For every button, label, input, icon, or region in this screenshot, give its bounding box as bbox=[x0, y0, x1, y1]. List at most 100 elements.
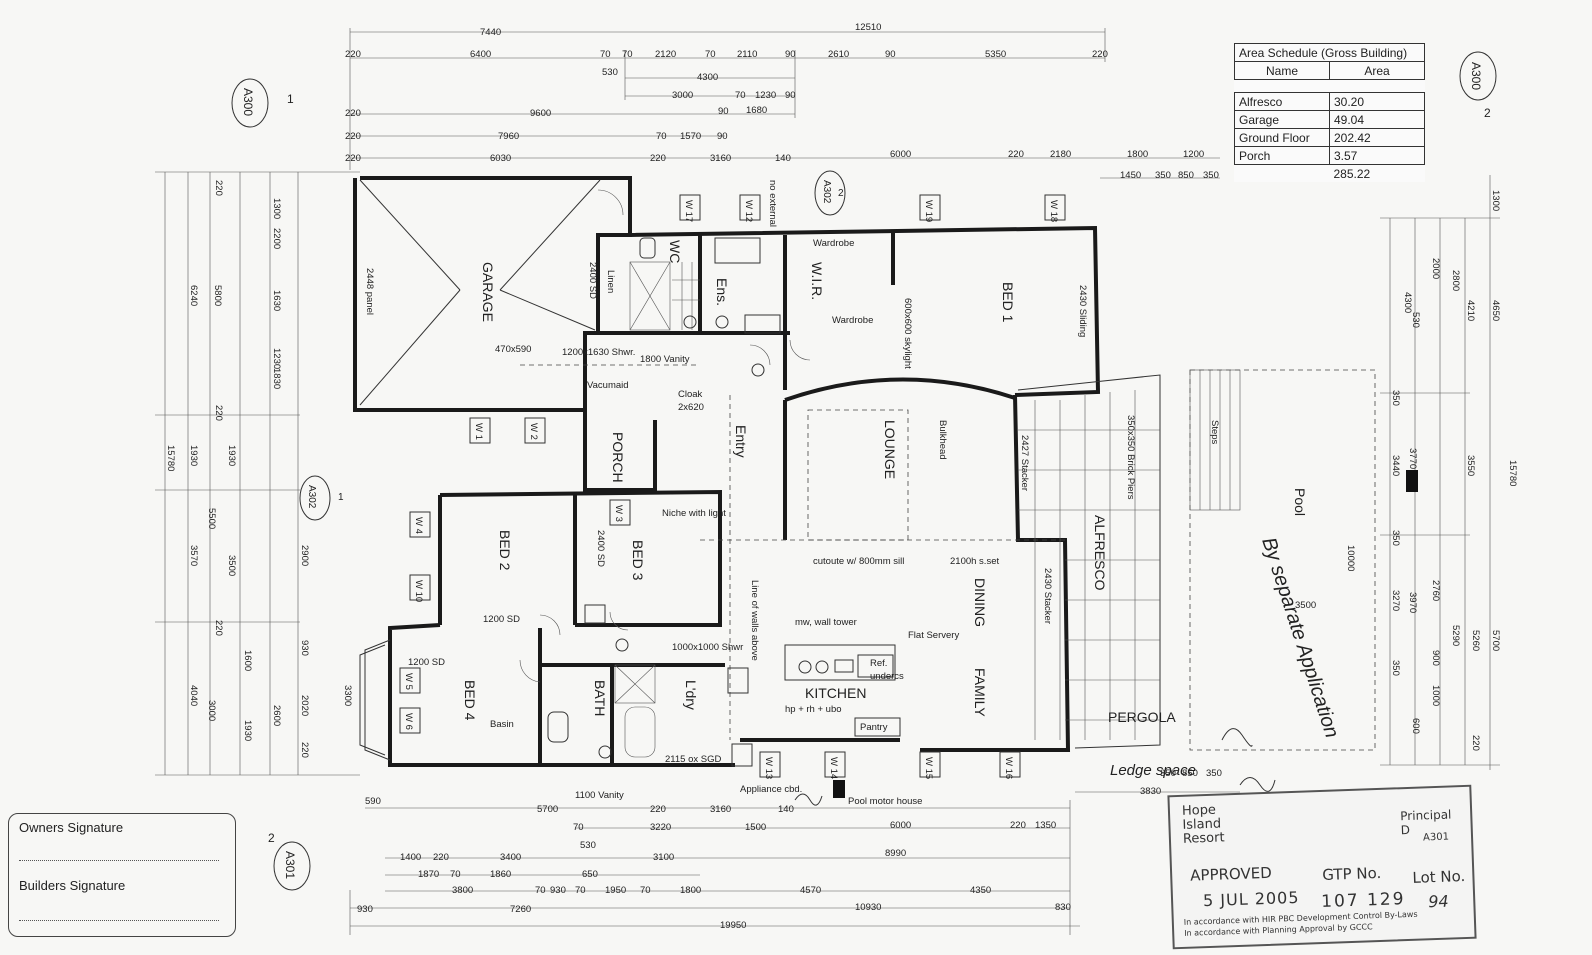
dim-right-5: 4300 bbox=[1402, 292, 1413, 313]
svg-text:A301: A301 bbox=[283, 851, 297, 879]
room-porch: PORCH bbox=[610, 432, 626, 483]
dim-top-31: 220 bbox=[1008, 149, 1024, 160]
fixtures bbox=[547, 237, 781, 767]
note-niche: Niche with light bbox=[662, 508, 726, 519]
stamp-date: 5 JUL 2005 bbox=[1202, 887, 1300, 911]
room-lounge: LOUNGE bbox=[882, 420, 898, 479]
dim-left-0: 220 bbox=[213, 180, 224, 196]
dim-top-35: 1450 bbox=[1120, 170, 1141, 181]
dim-top-24: 1570 bbox=[680, 131, 701, 142]
window-w17: W 17 bbox=[683, 200, 694, 222]
window-w15: W 15 bbox=[923, 757, 934, 779]
note-stacker-2430: 2430 Stacker bbox=[1042, 568, 1053, 624]
dim-top-3: 70 bbox=[600, 49, 611, 60]
dim-left-25: 220 bbox=[299, 742, 310, 758]
dim-right-14: 350 bbox=[1390, 530, 1401, 546]
dim-right-9: 3770 bbox=[1407, 448, 1418, 469]
handwritten-notes: Ledge space By separate Application bbox=[1110, 535, 1343, 779]
room-bed3: BED 3 bbox=[630, 540, 646, 581]
dim-left-22: 2600 bbox=[271, 705, 282, 726]
note-sd-1200b: 1200 SD bbox=[408, 657, 445, 668]
window-w3: W 3 bbox=[613, 505, 624, 522]
dim-bottom-38: 530 bbox=[580, 840, 596, 851]
dim-top-17: 1230 bbox=[755, 90, 776, 101]
room-wir: W.I.R. bbox=[809, 262, 825, 300]
right-dimension-labels: 1300 2000 2800 4210 4650 4300 530 350 34… bbox=[1295, 190, 1518, 751]
dim-bottom-9: 70 bbox=[573, 822, 584, 833]
alfresco-grid bbox=[1018, 390, 1160, 740]
note-shwr: 1200x1630 Shwr. bbox=[562, 347, 635, 358]
dim-left-9: 1930 bbox=[188, 445, 199, 466]
dim-bottom-25: 70 bbox=[640, 885, 651, 896]
dim-top-10: 2610 bbox=[828, 49, 849, 60]
dim-right-0: 1300 bbox=[1490, 190, 1501, 211]
note-sset: 2100h s.set bbox=[950, 556, 999, 567]
dim-left-15: 2900 bbox=[299, 545, 310, 566]
bath-shower bbox=[614, 664, 656, 758]
dim-bottom-10: 1500 bbox=[745, 822, 766, 833]
dim-bottom-26: 1800 bbox=[680, 885, 701, 896]
dim-bottom-1: 5700 bbox=[537, 804, 558, 815]
window-w12: W 12 bbox=[743, 200, 754, 222]
dim-bottom-17: 70 bbox=[450, 869, 461, 880]
bed2-walls bbox=[439, 489, 722, 627]
stamp-council: Hope Island Resort bbox=[1181, 802, 1225, 847]
dim-bottom-32: 830 bbox=[1055, 902, 1071, 913]
stamp-lot-label: Lot No. bbox=[1412, 867, 1466, 887]
note-wardrobe-1: Wardrobe bbox=[813, 238, 854, 249]
dim-right-4: 4650 bbox=[1490, 300, 1501, 321]
area-row-value: 202.42 bbox=[1329, 128, 1425, 147]
dim-bottom-37: 350 bbox=[1206, 768, 1222, 779]
svg-text:A302: A302 bbox=[306, 485, 317, 509]
meter-box bbox=[1406, 470, 1418, 492]
note-walls-above: Line of walls above bbox=[749, 580, 760, 661]
bottom-dimension-labels: 590 5700 220 3160 140 6000 220 1350 3220… bbox=[357, 768, 1222, 931]
stamp-lot-no: 94 bbox=[1427, 891, 1449, 912]
room-labels: GARAGE BED 1 BED 2 BED 3 BED 4 LOUNGE DI… bbox=[462, 240, 1308, 725]
note-linen-sd: 2400 SD bbox=[587, 262, 598, 299]
dim-right-10: 3550 bbox=[1465, 455, 1476, 476]
dim-left-8: 220 bbox=[213, 405, 224, 421]
dim-bottom-5: 6000 bbox=[890, 820, 911, 831]
note-steps: Steps bbox=[1209, 420, 1220, 445]
dim-top-8: 2110 bbox=[737, 49, 757, 60]
dim-top-18: 90 bbox=[785, 90, 796, 101]
dim-bottom-6: 220 bbox=[1010, 820, 1026, 831]
dim-right-13: 3500 bbox=[1295, 600, 1316, 611]
note-cloak-size: 2x620 bbox=[678, 402, 704, 413]
stamp-gtp-label: GTP No. bbox=[1321, 863, 1382, 884]
garage-roof-lines bbox=[359, 179, 601, 406]
section-marker-a300-left bbox=[231, 78, 269, 128]
bay-window bbox=[359, 639, 391, 761]
dim-top-32: 2180 bbox=[1050, 149, 1071, 160]
area-row-name: Alfresco bbox=[1234, 92, 1330, 111]
dim-bottom-8: 3220 bbox=[650, 822, 671, 833]
area-row-value: 3.57 bbox=[1329, 146, 1425, 165]
dim-top-33: 1800 bbox=[1127, 149, 1148, 160]
dim-right-25: 220 bbox=[1470, 735, 1481, 751]
note-ref: Ref. bbox=[870, 658, 887, 669]
window-w1: W 1 bbox=[473, 423, 484, 440]
left-dimension-lines bbox=[155, 171, 360, 776]
pool-pump bbox=[833, 780, 845, 798]
dim-left-5: 1230 bbox=[271, 348, 282, 369]
window-tags bbox=[399, 194, 1066, 778]
dim-left-21: 1930 bbox=[242, 720, 253, 741]
window-w19: W 19 bbox=[923, 200, 934, 222]
note-pool-motor: Pool motor house bbox=[848, 796, 922, 807]
area-schedule-table: Area Schedule (Gross Building) Name Area… bbox=[1234, 43, 1425, 182]
walls bbox=[353, 176, 1161, 767]
dim-right-22: 1000 bbox=[1430, 685, 1441, 706]
window-w10: W 10 bbox=[413, 580, 424, 602]
svg-text:2: 2 bbox=[268, 831, 275, 845]
dim-bottom-19: 650 bbox=[582, 869, 598, 880]
dim-top-1: 7440 bbox=[480, 27, 501, 38]
porch-walls bbox=[583, 410, 657, 492]
dim-bottom-15: 8990 bbox=[885, 848, 906, 859]
dim-bottom-22: 930 bbox=[550, 885, 566, 896]
signature-box: Owners Signature Builders Signature bbox=[8, 813, 236, 937]
dim-top-39: 220 bbox=[345, 49, 361, 60]
kitchen-bench bbox=[727, 644, 901, 737]
note-cutoute: cutoute w/ 800mm sill bbox=[813, 556, 904, 567]
dim-bottom-23: 70 bbox=[575, 885, 586, 896]
